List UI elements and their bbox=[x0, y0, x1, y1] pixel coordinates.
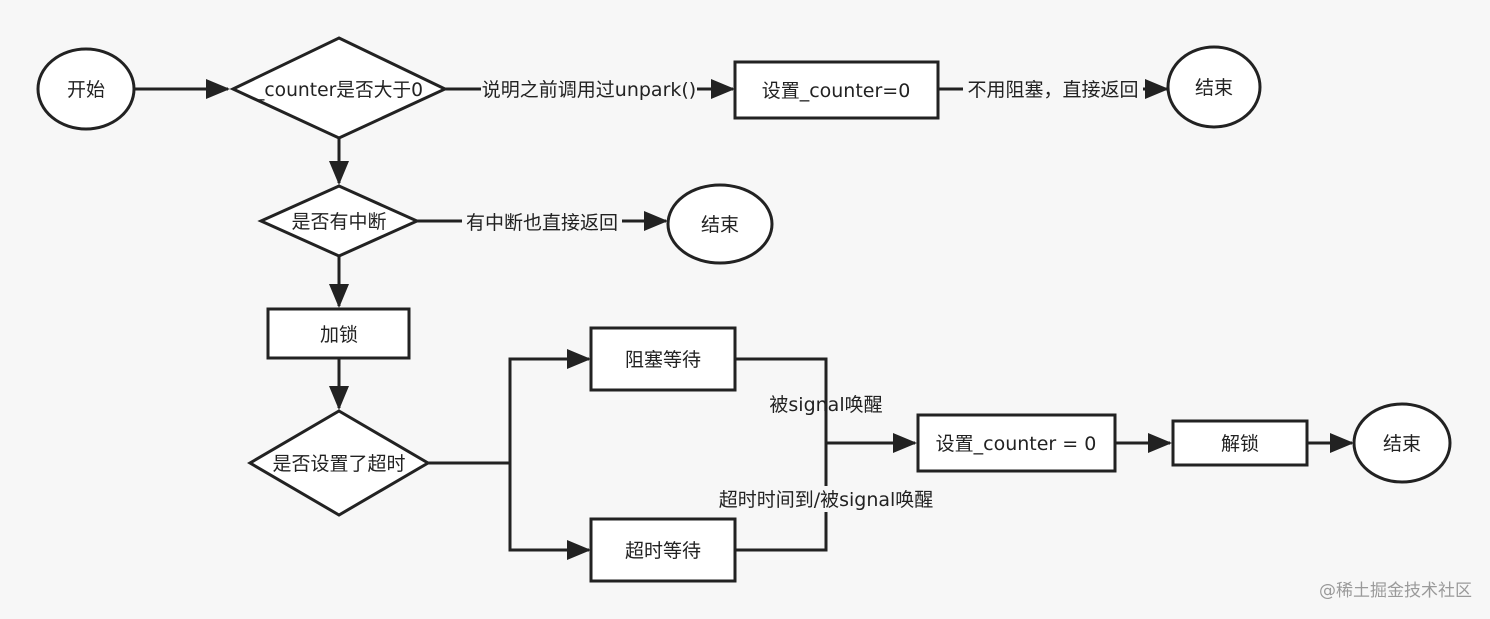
timeout-check-diamond bbox=[247, 409, 431, 517]
node-interrupt-check: 是否有中断 bbox=[257, 184, 421, 258]
node-end-3: 结束 bbox=[1352, 402, 1452, 484]
node-block-wait: 阻塞等待 bbox=[589, 326, 737, 392]
end-3-ellipse bbox=[1352, 402, 1452, 484]
interrupt-check-diamond bbox=[257, 184, 421, 258]
edge-label-unpark-called: 说明之前调用过unpark() bbox=[482, 79, 696, 101]
counter-check-label: _counter是否大于0 bbox=[254, 79, 423, 101]
node-set-counter-zero-2: 设置_counter = 0 bbox=[916, 413, 1117, 473]
end-2-label: 结束 bbox=[701, 214, 739, 236]
node-timeout-check: 是否设置了超时 bbox=[247, 409, 431, 517]
start-label: 开始 bbox=[67, 79, 105, 101]
timeout-wait-box bbox=[589, 517, 737, 583]
block-wait-box bbox=[589, 326, 737, 392]
unlock-label: 解锁 bbox=[1221, 433, 1259, 455]
edge-block-wait-to-merge bbox=[735, 357, 828, 552]
end-2-ellipse bbox=[666, 183, 774, 265]
edge-label-signal-wakeup: 被signal唤醒 bbox=[769, 394, 882, 416]
node-end-2: 结束 bbox=[666, 183, 774, 265]
edge-label-bg-no-block bbox=[963, 76, 1143, 102]
node-start: 开始 bbox=[36, 47, 136, 131]
node-timeout-wait: 超时等待 bbox=[589, 517, 737, 583]
edge-timeout-check-to-timeout-wait bbox=[508, 463, 591, 560]
node-lock: 加锁 bbox=[266, 307, 411, 360]
node-end-1: 结束 bbox=[1166, 45, 1262, 129]
interrupt-check-label: 是否有中断 bbox=[291, 211, 386, 233]
end-1-label: 结束 bbox=[1195, 77, 1233, 99]
edge-timeout-check-to-block-wait bbox=[428, 349, 591, 465]
set-counter-zero-1-box bbox=[733, 60, 940, 120]
node-counter-check: _counter是否大于0 bbox=[229, 36, 449, 140]
edge-label-bg-timeout bbox=[716, 486, 936, 512]
edge-label-bg-unpark bbox=[481, 76, 697, 102]
counter-check-diamond bbox=[229, 36, 449, 140]
edge-label-interrupt-return: 有中断也直接返回 bbox=[466, 212, 618, 234]
start-ellipse bbox=[36, 47, 136, 131]
set-counter-zero-1-label: 设置_counter=0 bbox=[762, 80, 911, 102]
edge-label-bg-interrupt bbox=[462, 208, 622, 234]
edge-label-timeout-or-signal: 超时时间到/被signal唤醒 bbox=[719, 489, 934, 511]
watermark: @稀土掘金技术社区 bbox=[1319, 581, 1472, 601]
timeout-check-label: 是否设置了超时 bbox=[272, 453, 405, 475]
edge-labels: 说明之前调用过unpark() 不用阻塞，直接返回 有中断也直接返回 被sign… bbox=[462, 76, 1143, 512]
node-set-counter-zero-1: 设置_counter=0 bbox=[733, 60, 940, 120]
lock-box bbox=[266, 307, 411, 360]
timeout-wait-label: 超时等待 bbox=[625, 540, 701, 562]
set-counter-zero-2-box bbox=[916, 413, 1117, 473]
block-wait-label: 阻塞等待 bbox=[625, 349, 701, 371]
lock-label: 加锁 bbox=[320, 324, 358, 346]
unlock-box bbox=[1171, 419, 1309, 467]
node-unlock: 解锁 bbox=[1171, 419, 1309, 467]
set-counter-zero-2-label: 设置_counter = 0 bbox=[936, 433, 1097, 455]
edge-label-no-block-return: 不用阻塞，直接返回 bbox=[967, 79, 1138, 101]
end-1-ellipse bbox=[1166, 45, 1262, 129]
end-3-label: 结束 bbox=[1383, 433, 1421, 455]
